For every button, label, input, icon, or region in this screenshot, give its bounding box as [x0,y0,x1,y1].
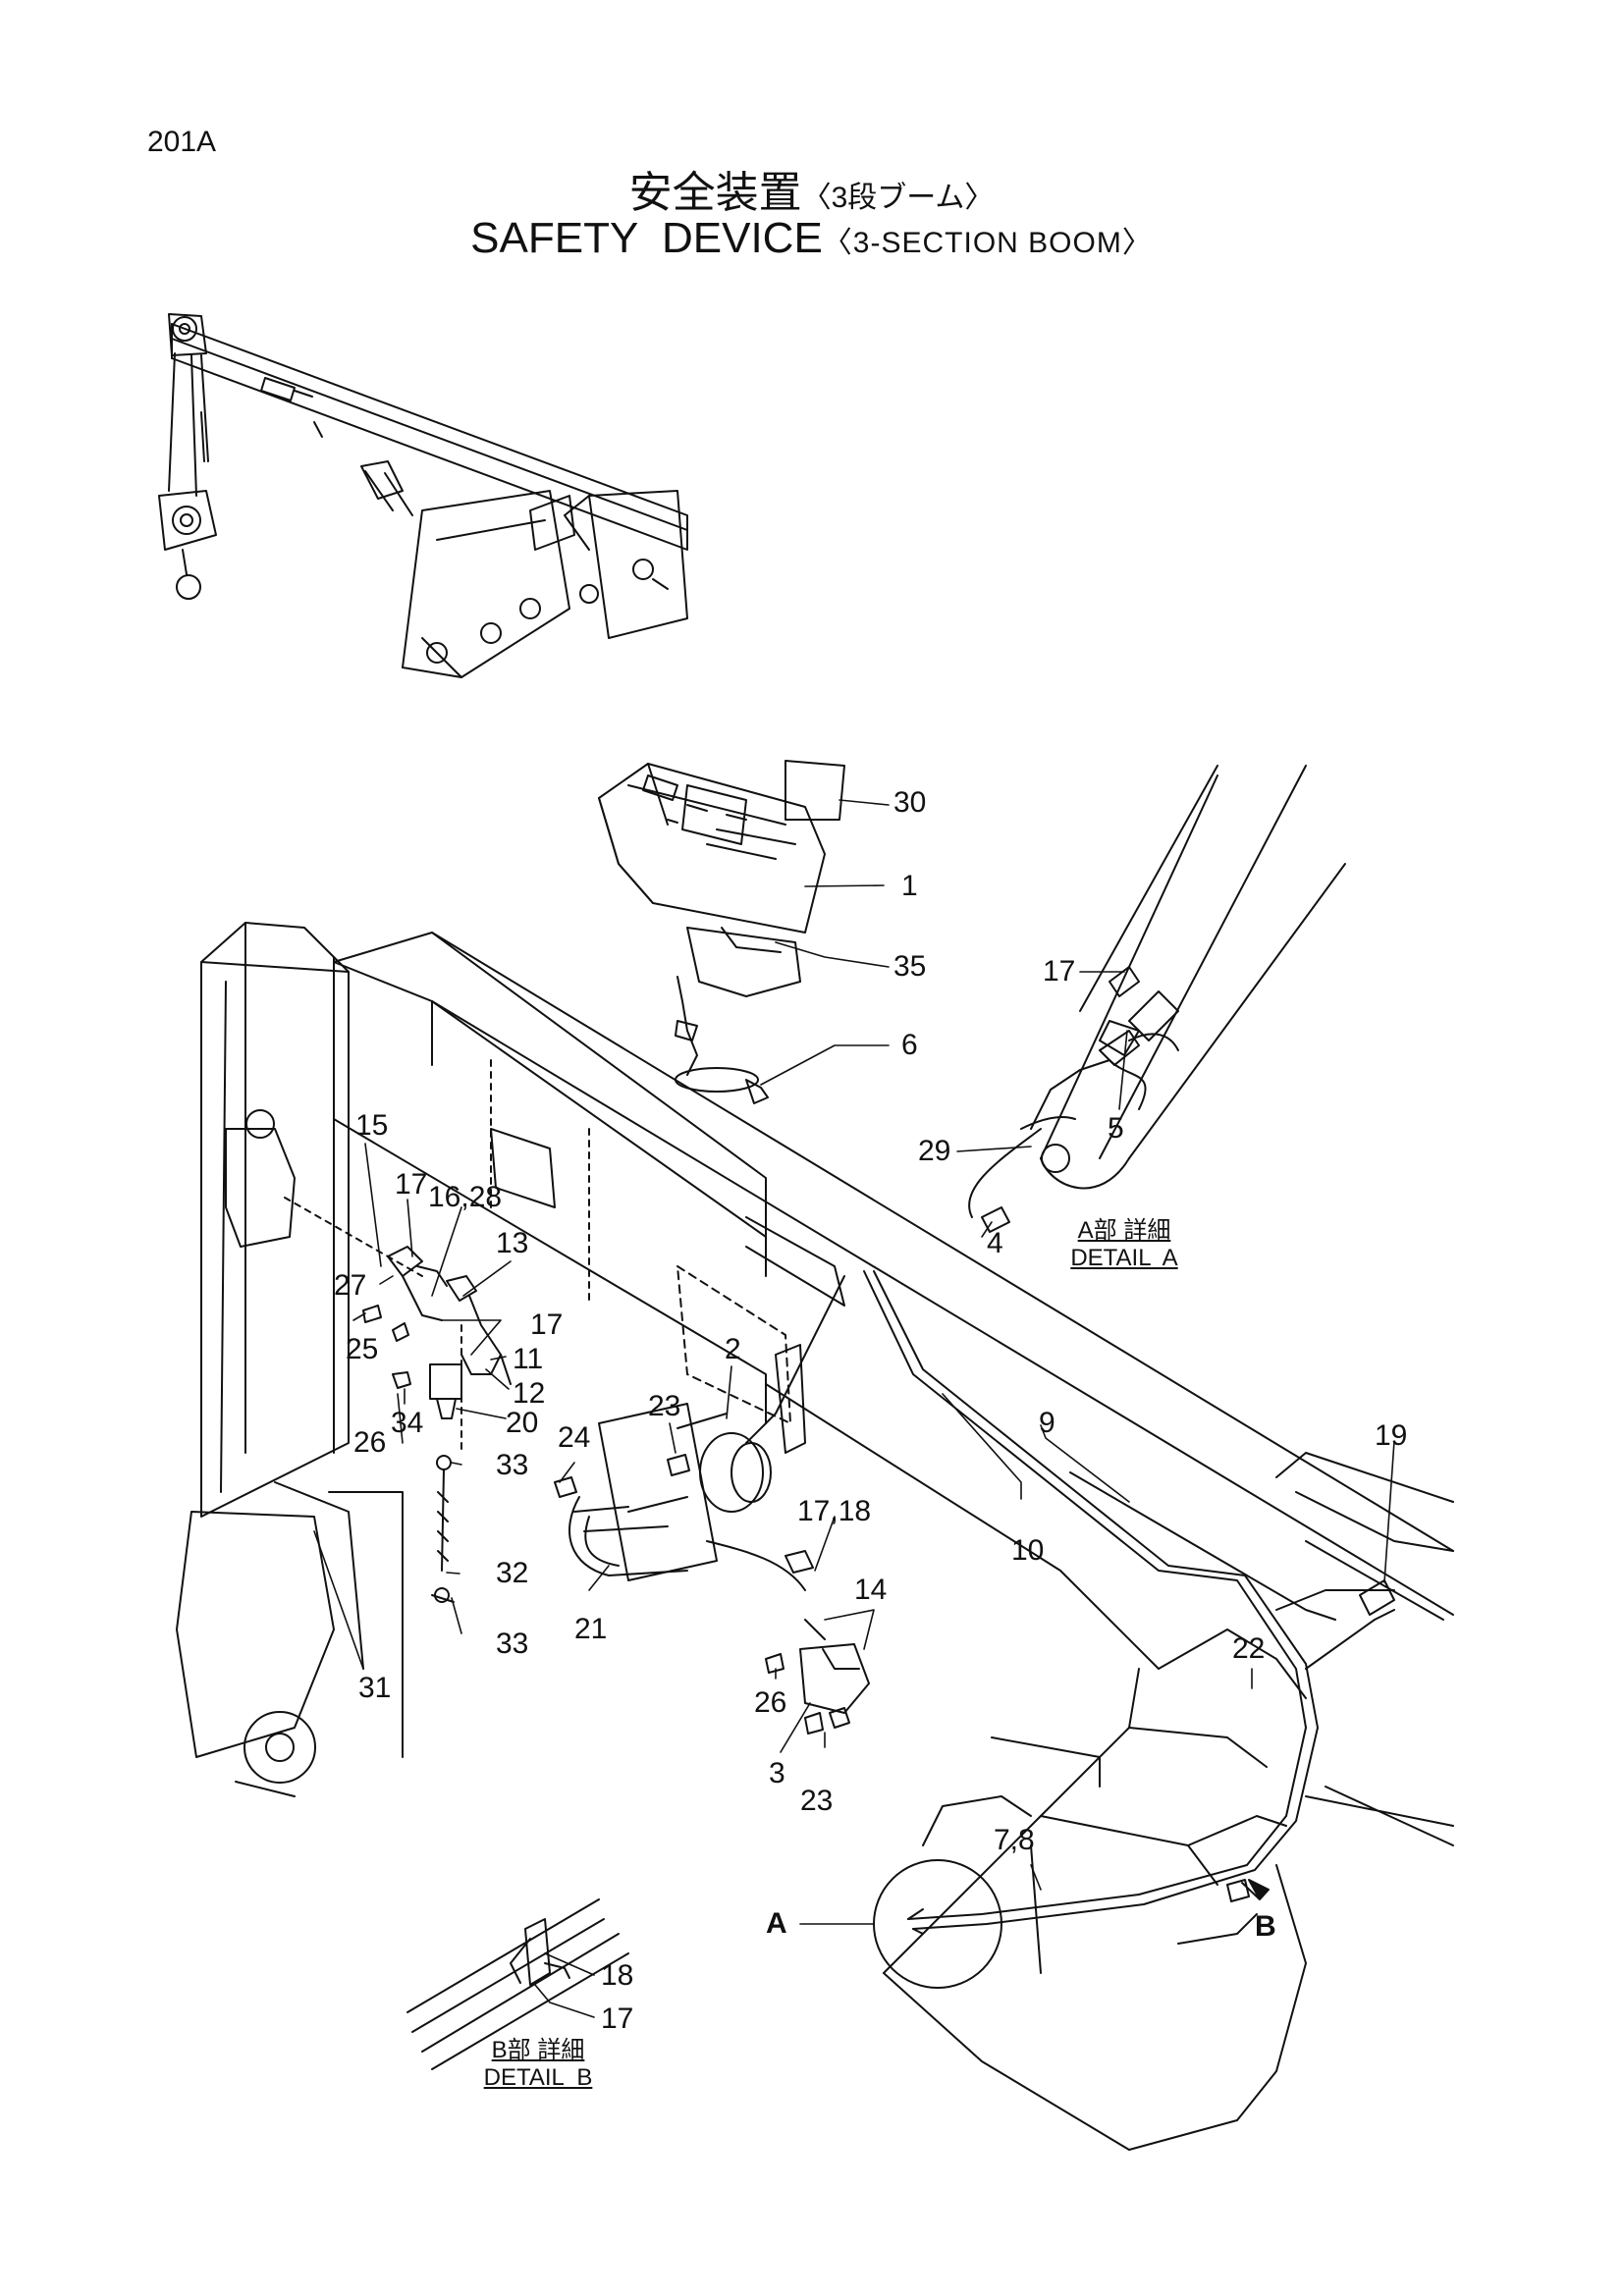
callout-13: 13 [496,1227,529,1259]
callout-30: 30 [893,786,927,819]
callout-33-upper: 33 [496,1449,529,1481]
callout-14: 14 [854,1574,888,1606]
wiring-harness [746,1271,1394,1944]
callout-34: 34 [391,1407,424,1439]
callout-18: 18 [601,1959,634,1992]
callout-31: 31 [358,1672,392,1704]
leader-lines [314,800,1394,2017]
callout-17-detail-a: 17 [1043,955,1076,988]
callout-6: 6 [901,1029,918,1061]
title-en: SAFETY DEVICE〈3-SECTION BOOM〉 [0,214,1623,263]
callout-29: 29 [918,1135,951,1167]
detail-a-caption: A部 詳細 DETAIL A [1055,1217,1193,1271]
callout-32: 32 [496,1557,529,1589]
callout-26-bracket: 26 [754,1686,787,1719]
callout-19: 19 [1375,1419,1408,1452]
title-en-main: SAFETY DEVICE [470,214,823,262]
callout-16-28: 16,28 [428,1181,503,1213]
detail-b-caption-jp: B部 詳細 [491,2037,585,2063]
callout-20: 20 [506,1407,539,1439]
callout-5: 5 [1108,1112,1124,1145]
callout-7-8: 7,8 [994,1824,1035,1856]
callout-a: A [766,1907,787,1940]
detail-a-caption-en: DETAIL A [1070,1244,1178,1271]
callout-17-switch: 17 [395,1168,428,1201]
callout-10: 10 [1011,1534,1045,1567]
detail-a-illustration [969,766,1345,1232]
callout-23-upper: 23 [648,1390,681,1422]
callout-27: 27 [334,1269,367,1302]
callout-25: 25 [346,1333,379,1365]
callout-1: 1 [901,870,918,902]
detail-a-caption-jp: A部 詳細 [1077,1217,1171,1244]
callout-26-switch: 26 [353,1426,387,1459]
callout-17-detail-b: 17 [601,2002,634,2035]
main-boom-illustration [177,923,1453,2150]
detail-b-illustration [407,1899,628,2069]
callout-17-18: 17,18 [797,1495,872,1527]
title-jp: 安全装置〈3段ブーム〉 [0,157,1623,220]
warning-device-illustration [555,1345,869,1734]
callout-4: 4 [987,1227,1003,1259]
title-jp-sub: 〈3段ブーム〉 [801,182,995,214]
detail-b-caption-en: DETAIL B [483,2063,593,2091]
title-en-sub: 〈3-SECTION BOOM〉 [822,227,1153,259]
callout-2: 2 [725,1333,741,1365]
callout-b: B [1255,1910,1276,1943]
callout-17-lower: 17 [530,1308,564,1341]
callout-23-lower: 23 [800,1785,834,1817]
callout-15: 15 [355,1109,389,1142]
anti-two-block-switch-illustration [363,1247,511,1602]
callout-35: 35 [893,950,927,983]
callout-3: 3 [769,1757,785,1789]
callout-22: 22 [1232,1632,1266,1665]
callout-11: 11 [513,1343,544,1375]
callout-21: 21 [574,1613,608,1645]
detail-b-caption: B部 詳細 DETAIL B [469,2037,607,2091]
overview-crane-illustration [159,314,687,677]
callout-9: 9 [1039,1407,1055,1439]
arrow-b-icon [1242,1880,1269,1899]
callout-24: 24 [558,1421,591,1454]
callout-33-lower: 33 [496,1628,529,1660]
callout-12: 12 [513,1377,546,1410]
title-jp-main: 安全装置 [628,169,802,217]
page-number: 201A [147,126,217,158]
display-unit-illustration [599,761,844,1103]
